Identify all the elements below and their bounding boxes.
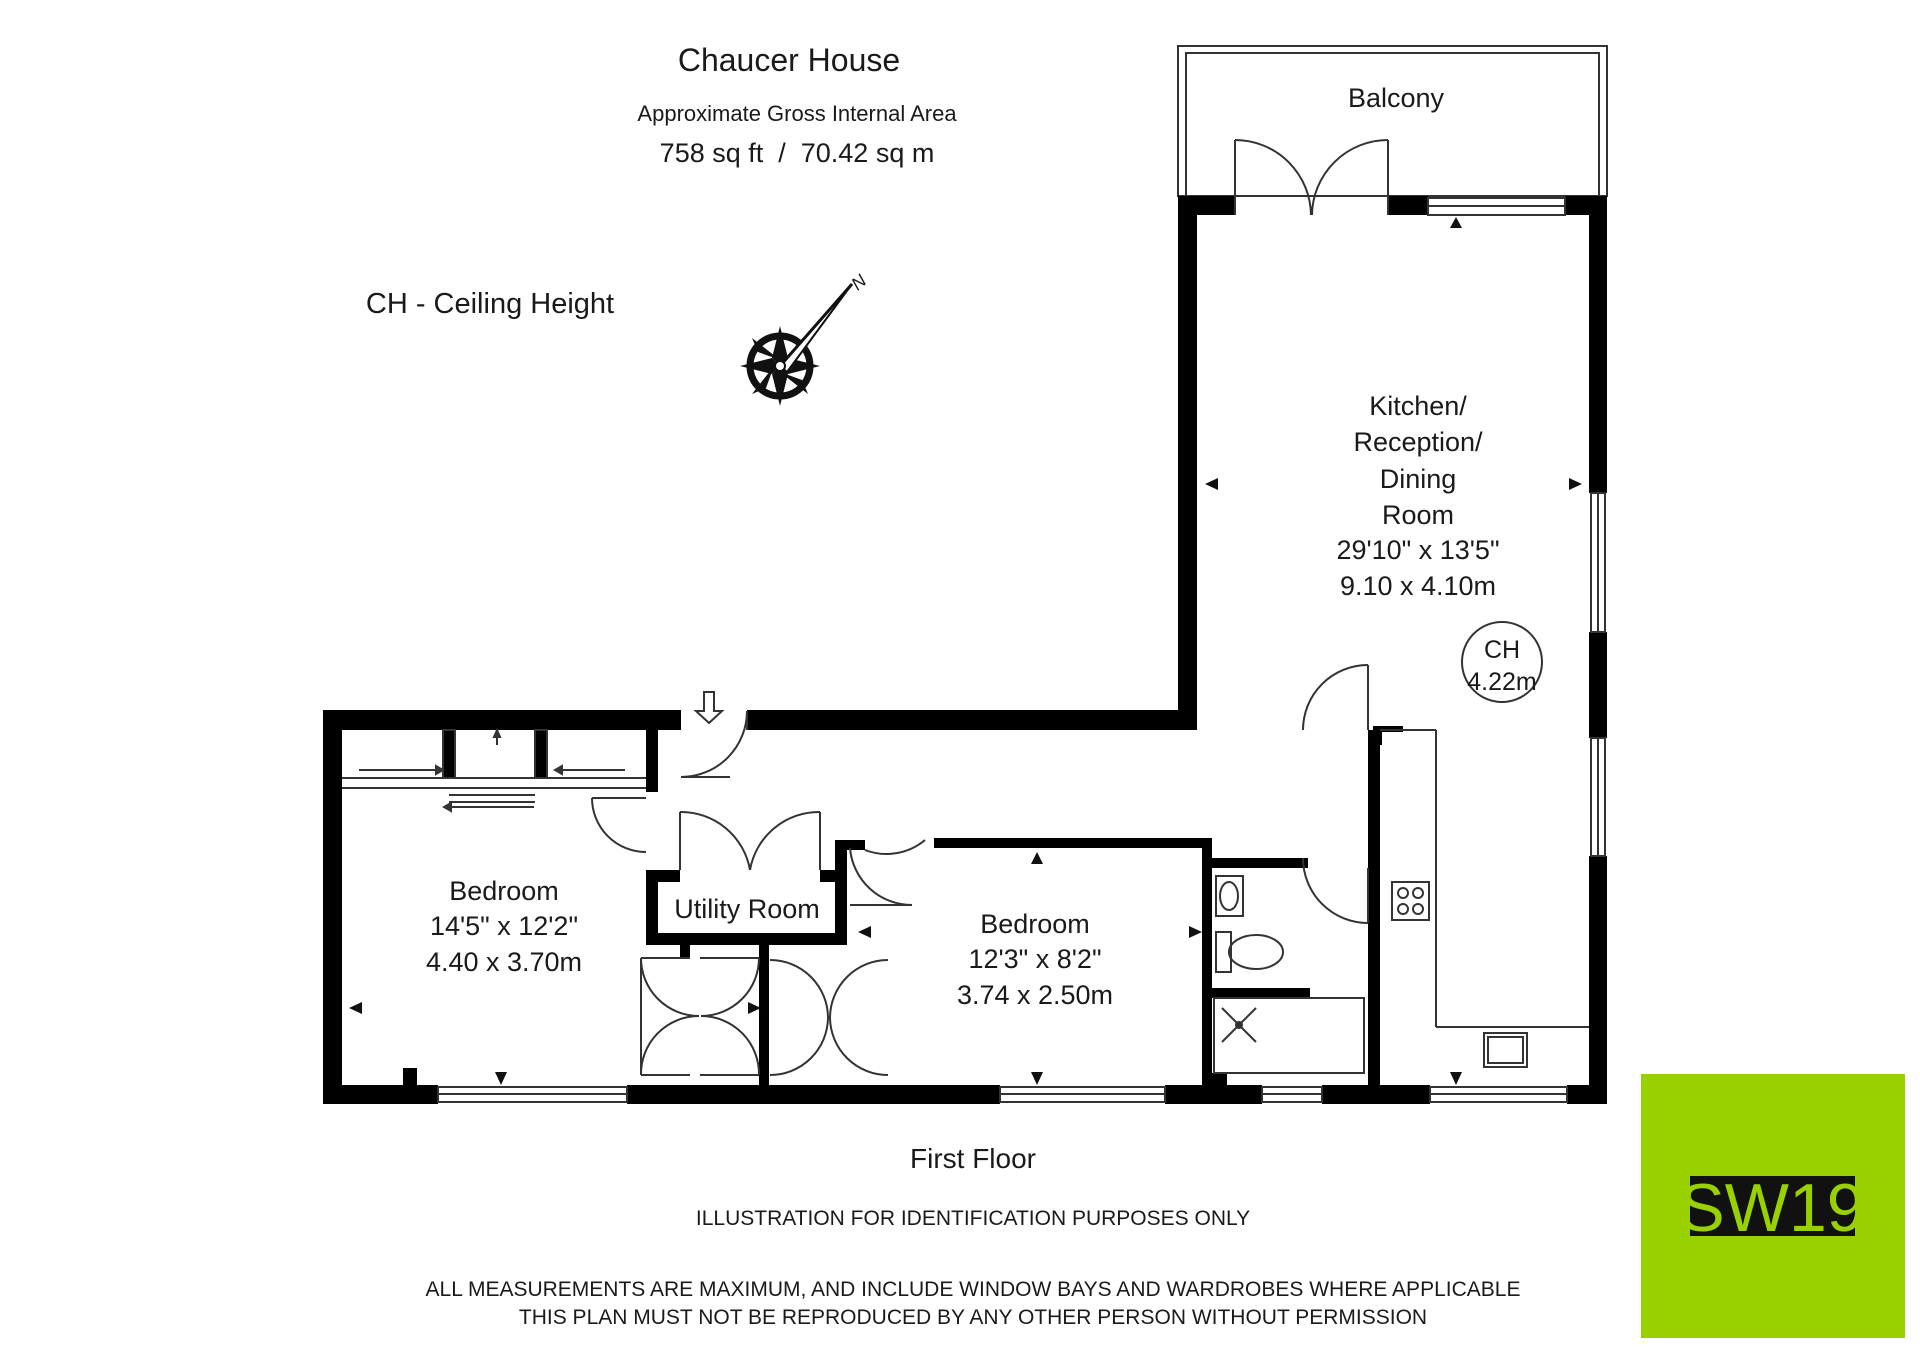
interior-walls: [646, 726, 1403, 1088]
area-caption: Approximate Gross Internal Area: [637, 101, 957, 126]
bedroom1-size-imperial: 14'5" x 12'2": [430, 911, 578, 941]
balcony-outline: [1177, 45, 1608, 197]
kitchen-units: [1380, 729, 1589, 1028]
sw19-logo: SW19: [1641, 1074, 1905, 1338]
toilet-icon: [1215, 931, 1284, 973]
hob-icon: [1391, 881, 1430, 921]
kitchen-label-line3: Dining: [1380, 464, 1457, 494]
bedroom2-label: Bedroom: [980, 909, 1090, 939]
kitchen-size-metric: 9.10 x 4.10m: [1340, 571, 1496, 601]
exterior-walls: [323, 196, 1607, 1104]
compass-rose-icon: [740, 283, 854, 406]
utility-room-label: Utility Room: [674, 894, 820, 924]
doors: [591, 139, 1389, 1076]
measurement-arrows: [349, 217, 1582, 1085]
windows: [437, 197, 1606, 1103]
disclaimer-line3: THIS PLAN MUST NOT BE REPRODUCED BY ANY …: [519, 1306, 1427, 1329]
kitchen-label-line2: Reception/: [1353, 427, 1483, 457]
kitchen-sink-icon: [1483, 1032, 1528, 1068]
wardrobe-bedroom1: [342, 727, 646, 813]
ceiling-height-marker: [1461, 621, 1543, 703]
plan-title: Chaucer House: [678, 42, 900, 78]
ceiling-height-key: CH - Ceiling Height: [366, 288, 614, 320]
floor-label: First Floor: [910, 1143, 1036, 1174]
logo-text: SW19: [1679, 1170, 1864, 1246]
bedroom2-size-imperial: 12'3" x 8'2": [968, 944, 1101, 974]
bedroom2-size-metric: 3.74 x 2.50m: [957, 980, 1113, 1010]
disclaimer-line1: ILLUSTRATION FOR IDENTIFICATION PURPOSES…: [696, 1207, 1250, 1230]
bedroom1-label: Bedroom: [449, 876, 559, 906]
ceiling-height-value: 4.22m: [1467, 668, 1536, 696]
bedroom1-size-metric: 4.40 x 3.70m: [426, 947, 582, 977]
basin-icon: [1215, 875, 1244, 917]
entrance-arrow-icon: [693, 691, 725, 725]
kitchen-label-line1: Kitchen/: [1369, 391, 1467, 421]
kitchen-label-line4: Room: [1382, 500, 1454, 530]
disclaimer-line2: ALL MEASUREMENTS ARE MAXIMUM, AND INCLUD…: [426, 1278, 1521, 1301]
ceiling-height-label: CH: [1484, 636, 1520, 664]
kitchen-size-imperial: 29'10" x 13'5": [1336, 535, 1499, 565]
shower-tray-icon: [1213, 997, 1365, 1074]
compass-north-label: N: [847, 270, 871, 294]
area-value: 758 sq ft / 70.42 sq m: [660, 138, 935, 168]
balcony-label: Balcony: [1348, 83, 1445, 113]
